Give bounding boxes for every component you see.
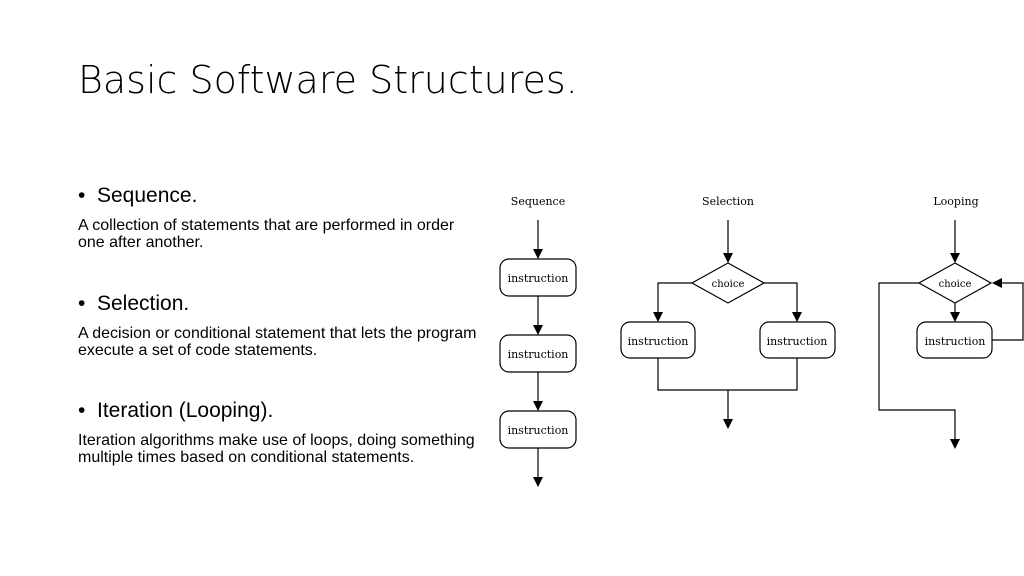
selection-flowchart: Selection choice instruction instruction (620, 195, 836, 429)
selection-branch-label: instruction (767, 335, 828, 348)
bullet-marker: • (78, 184, 86, 207)
selection-title: Selection (702, 195, 754, 208)
looping-title: Looping (933, 195, 978, 208)
looping-flowchart: Looping choice instruction (878, 195, 1024, 449)
bullet-description-sequence: A collection of statements that are perf… (78, 217, 455, 251)
selection-choice-label: choice (712, 279, 745, 290)
sequence-step-label: instruction (508, 348, 569, 361)
bullet-description-iteration: Iteration algorithms make use of loops, … (78, 432, 475, 466)
bullet-iteration: • Iteration (Looping). (78, 398, 273, 424)
bullet-heading-selection: Selection. (97, 292, 190, 315)
bullet-selection: • Selection. (78, 291, 189, 317)
bullet-heading-sequence: Sequence. (97, 184, 198, 207)
selection-merge-line (657, 358, 798, 391)
sequence-title: Sequence (511, 195, 565, 208)
looping-body-label: instruction (925, 335, 986, 348)
bullet-sequence: • Sequence. (78, 183, 197, 209)
sequence-flowchart: Sequence instruction instruction instruc… (499, 195, 577, 487)
bullet-heading-iteration: Iteration (Looping). (97, 399, 274, 422)
selection-choice-diamond (690, 262, 766, 304)
looping-choice-label: choice (939, 279, 972, 290)
sequence-step-label: instruction (508, 424, 569, 437)
slide-title: Basic Software Structures. (78, 58, 578, 102)
bullet-marker: • (78, 399, 86, 422)
bullet-description-selection: A decision or conditional statement that… (78, 325, 477, 359)
bullet-marker: • (78, 292, 86, 315)
looping-exit-arrow (878, 282, 960, 449)
looping-back-arrow (992, 278, 1024, 341)
sequence-step-label: instruction (508, 272, 569, 285)
selection-right-branch-arrow (764, 282, 802, 322)
selection-left-branch-arrow (653, 282, 692, 322)
selection-branch-label: instruction (628, 335, 689, 348)
